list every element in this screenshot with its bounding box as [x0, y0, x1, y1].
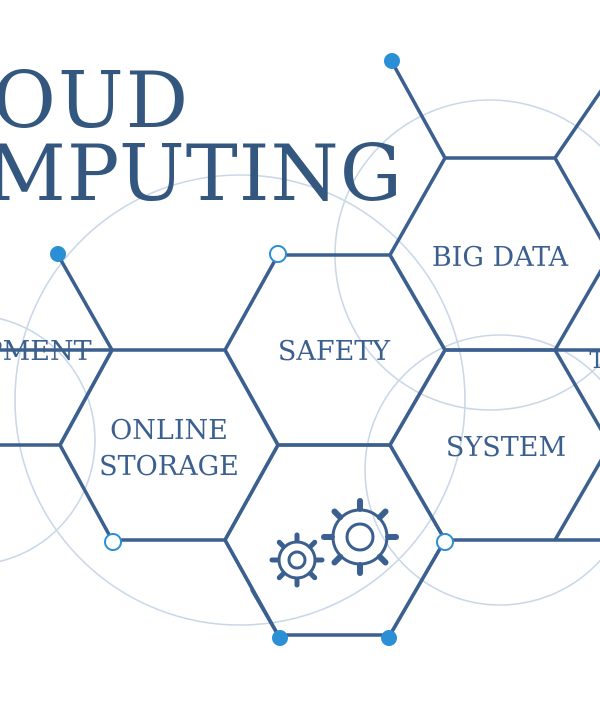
- connector-line: [553, 89, 600, 160]
- label-online-storage-line-1: ONLINE: [110, 415, 228, 446]
- node-ring: [104, 533, 122, 551]
- label-system: SYSTEM: [446, 432, 566, 463]
- connector-line: [223, 538, 280, 637]
- background-circle: [14, 174, 466, 626]
- background-circle: [0, 317, 96, 563]
- hexagon-network: [0, 60, 600, 637]
- hexagon-development: [0, 348, 114, 447]
- connector-nodes: [50, 53, 454, 646]
- label-tech: T: [589, 348, 600, 374]
- label-big-data: BIG DATA: [432, 242, 569, 273]
- gear-icon: [321, 498, 399, 576]
- node-ring: [269, 245, 287, 263]
- background-circle: [364, 334, 600, 606]
- connector-line: [388, 538, 447, 637]
- label-online-storage-line-2: STORAGE: [99, 451, 239, 482]
- connector-line: [390, 60, 447, 160]
- headline-line-1: OUD: [0, 56, 190, 146]
- gear-icon: [269, 532, 325, 588]
- headline: OUD MPUTING: [0, 56, 403, 219]
- background-circles: [0, 99, 600, 626]
- hexagon-labels: BIG DATA SAFETY PMENT ONLINE STORAGE SYS…: [0, 242, 600, 482]
- node-ring: [436, 533, 454, 551]
- node-dot: [50, 246, 66, 262]
- label-development: PMENT: [0, 336, 92, 367]
- node-dot: [381, 630, 397, 646]
- hexagon-gears: [223, 443, 447, 637]
- label-safety: SAFETY: [278, 336, 391, 367]
- headline-line-2: MPUTING: [0, 129, 403, 219]
- node-dot: [384, 53, 400, 69]
- connector-line: [56, 253, 114, 352]
- node-dot: [272, 630, 288, 646]
